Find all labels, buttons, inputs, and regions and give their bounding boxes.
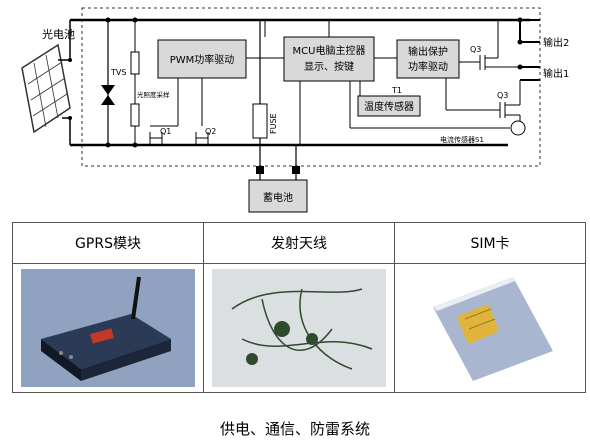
battery-box bbox=[248, 179, 308, 213]
t1-label: T1 bbox=[391, 86, 402, 95]
gprs-module-photo bbox=[21, 269, 195, 387]
output-driver-label-line1: 输出保护 bbox=[408, 45, 448, 58]
mcu-label-line2: 显示、按键 bbox=[304, 60, 354, 73]
output1-label: 输出1 bbox=[543, 67, 569, 80]
figure-caption: 供电、通信、防雷系统 bbox=[219, 420, 370, 438]
transistor-q2-icon bbox=[195, 132, 209, 145]
q2-label: Q2 bbox=[205, 127, 216, 136]
temp-sensor-label: 温度传感器 bbox=[364, 100, 414, 113]
header-antenna: 发射天线 bbox=[203, 222, 395, 264]
header-sim: SIM卡 bbox=[394, 222, 586, 264]
output2-label: 输出2 bbox=[543, 36, 569, 49]
circuit-diagram: 光电池 TVS 光照度采样 PWM功率驱动 MCU电脑主控器 显示、按键 输出保… bbox=[21, 7, 569, 213]
sampling-resistor-top bbox=[130, 51, 140, 75]
mcu-label-line1: MCU电脑主控器 bbox=[293, 44, 366, 57]
antenna-photo bbox=[212, 269, 386, 387]
solar-panel-icon bbox=[21, 43, 71, 134]
header-gprs: GPRS模块 bbox=[12, 222, 204, 264]
current-sensor-label: 电流传感器S1 bbox=[440, 135, 484, 144]
tvs-diode-icon bbox=[101, 85, 115, 95]
current-sensor-icon bbox=[510, 120, 526, 136]
battery-label: 蓄电池 bbox=[263, 191, 293, 204]
output-driver-box bbox=[396, 39, 460, 79]
q3-top-label: Q3 bbox=[470, 45, 481, 54]
tvs-label: TVS bbox=[110, 68, 126, 77]
q1-label: Q1 bbox=[160, 127, 171, 136]
transistor-q3-top-icon bbox=[479, 20, 520, 70]
pwm-driver-label: PWM功率驱动 bbox=[170, 53, 235, 66]
controller-enclosure bbox=[81, 7, 541, 167]
pwm-driver-box bbox=[157, 39, 247, 79]
solar-panel-label: 光电池 bbox=[42, 27, 75, 41]
sim-card-photo bbox=[403, 269, 577, 387]
mcu-box bbox=[283, 36, 375, 82]
sampling-label: 光照度采样 bbox=[137, 90, 170, 99]
q3-bottom-label: Q3 bbox=[497, 91, 508, 100]
fuse-label: FUSE bbox=[269, 113, 278, 134]
sampling-resistor-bottom bbox=[130, 103, 140, 127]
equipment-table: GPRS模块 发射天线 SIM卡 bbox=[12, 222, 586, 393]
output-driver-label-line2: 功率驱动 bbox=[408, 60, 448, 73]
temp-sensor-box bbox=[357, 95, 421, 117]
fuse-symbol bbox=[252, 103, 268, 139]
transistor-q1-icon bbox=[149, 125, 178, 145]
